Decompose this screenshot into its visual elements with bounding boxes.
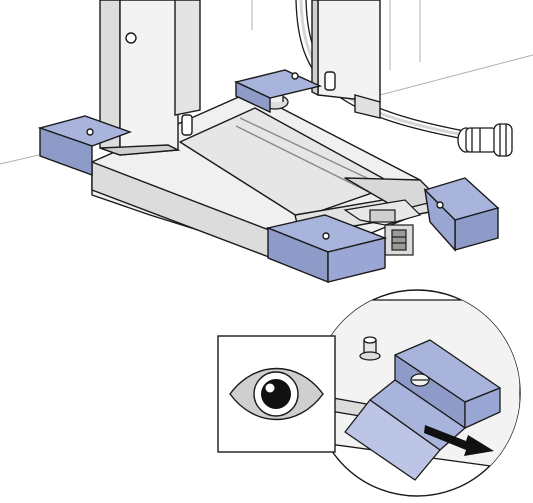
cable-connector bbox=[457, 123, 513, 157]
right-column bbox=[311, 0, 381, 119]
pad-front bbox=[265, 214, 388, 284]
eye-icon bbox=[229, 367, 324, 421]
left-column bbox=[99, 0, 201, 156]
pad-right bbox=[423, 177, 500, 252]
locking-bracket bbox=[343, 199, 422, 256]
pad-back bbox=[233, 69, 323, 114]
arrow-right-icon bbox=[424, 425, 494, 456]
pad-left bbox=[37, 115, 133, 177]
